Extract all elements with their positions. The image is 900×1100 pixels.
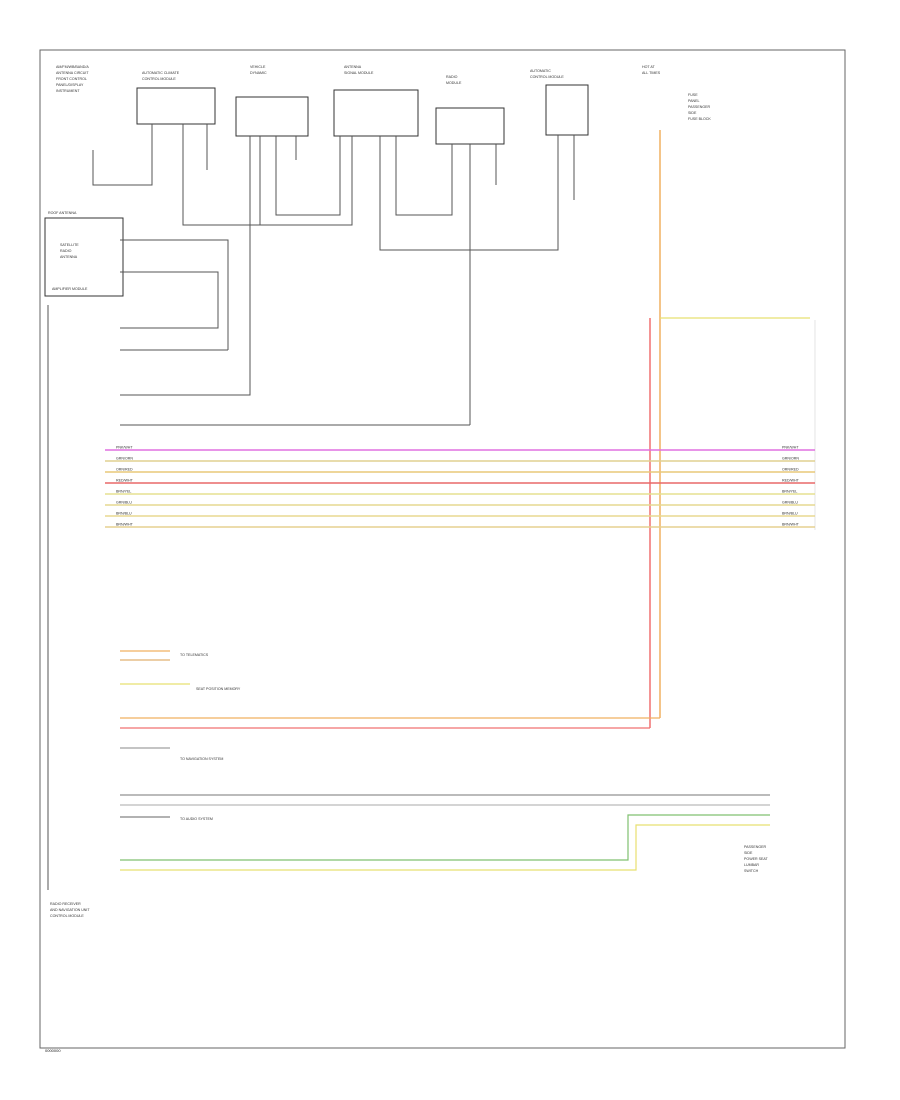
component-box-antenna-amp	[44, 217, 124, 297]
c5-line-0: RADIO	[446, 75, 458, 79]
lower-labels: TO TELEMATICS SEAT POSITION MEMORY TO NA…	[45, 653, 768, 1053]
note-1: TO NAVIGATION SYSTEM	[180, 757, 223, 761]
bundle-wire-code-left-4: BRN/YEL	[116, 490, 131, 494]
note-2: TO AUDIO SYSTEM	[180, 817, 213, 821]
right-label-3: SIDE	[688, 111, 697, 115]
c1-line-4: INSTRUMENT	[56, 89, 80, 93]
c2-line-0: AUTOMATIC CLIMATE	[142, 71, 180, 75]
component-box-climate	[136, 87, 216, 125]
bundle-wire-code-right-6: BRN/BLU	[782, 512, 798, 516]
c7-line-1: ALL TIMES	[642, 71, 661, 75]
bottom-right-label-2: POWER SEAT	[744, 857, 768, 861]
bottom-right-label-4: SWITCH	[744, 869, 759, 873]
bottom-left-label-1: AND NAVIGATION UNIT	[50, 908, 90, 912]
lower-wires	[120, 650, 770, 871]
bundle-wire-code-left-5: GRN/BLU	[116, 501, 132, 505]
bundle-wire-code-left-1: GRN/ORN	[116, 457, 133, 461]
component-box-radio	[435, 107, 505, 145]
bundle-wire-code-left-0: PNK/WHT	[116, 446, 133, 450]
ant-line-4: AMPLIFIER MODULE	[52, 287, 88, 291]
top-component-labels: AM/FM/WB/BAND/A ANTENNA CIRCUIT FRONT CO…	[48, 65, 711, 291]
c4-line-1: SIGNAL MODULE	[344, 71, 374, 75]
right-label-4: FUSE BLOCK	[688, 117, 711, 121]
bundle-wire-code-right-2: ORN/RED	[782, 468, 799, 472]
bottom-right-label-0: PASSENGER	[744, 845, 767, 849]
bundle-wire-code-right-1: GRN/ORN	[782, 457, 799, 461]
c1-line-3: PANEL/DISPLAY	[56, 83, 84, 87]
ant-line-0: ROOF ANTENNA	[48, 211, 77, 215]
c1-line-2: FRONT CONTROL	[56, 77, 87, 81]
interconnect-wires	[47, 124, 575, 890]
bottom-right-label-1: SIDE	[744, 851, 753, 855]
c6-line-0: AUTOMATIC	[530, 69, 551, 73]
right-label-0: FUSE	[688, 93, 698, 97]
feed-wires	[120, 130, 816, 729]
bundle-wire-code-left-2: ORN/RED	[116, 468, 133, 472]
top-component-boxes	[44, 84, 589, 297]
bottom-left-label-0: RADIO RECEIVER	[50, 902, 81, 906]
c4-line-0: ANTENNA	[344, 65, 362, 69]
bundle-wire-code-right-0: PNK/WHT	[782, 446, 799, 450]
note-0: TO TELEMATICS	[180, 653, 209, 657]
right-label-1: PANEL	[688, 99, 700, 103]
note-3: SEAT POSITION MEMORY	[196, 687, 241, 691]
c3-line-0: VEHICLE	[250, 65, 266, 69]
right-label-2: PASSENGER	[688, 105, 711, 109]
c6-line-1: CONTROL MODULE	[530, 75, 564, 79]
bottom-right-label-3: LUMBAR	[744, 863, 759, 867]
c1-line-1: ANTENNA CIRCUIT	[56, 71, 89, 75]
ant-line-3: ANTENNA	[60, 255, 78, 259]
footer-code: 0000000	[45, 1048, 61, 1053]
bundle-wire-code-left-6: BRN/BLU	[116, 512, 132, 516]
bundle-wire-code-left-3: RED/WHT	[116, 479, 134, 483]
bundle-wire-code-right-7: BRN/WHT	[782, 523, 800, 527]
component-box-control	[545, 84, 589, 136]
component-box-vehicle	[235, 96, 309, 137]
diagram-frame	[39, 49, 846, 1049]
c5-line-1: MODULE	[446, 81, 462, 85]
c1-line-0: AM/FM/WB/BAND/A	[56, 65, 89, 69]
c2-line-1: CONTROL MODULE	[142, 77, 176, 81]
ant-line-1: SATELLITE	[60, 243, 79, 247]
bundle-wire-code-right-3: RED/WHT	[782, 479, 800, 483]
bundle-wire-code-right-5: GRN/BLU	[782, 501, 798, 505]
ant-line-2: RADIO	[60, 249, 72, 253]
wire-bundle: PNK/WHT PNK/WHT GRN/ORN GRN/ORN ORN/RED ORN/R…	[105, 446, 815, 528]
component-box-antenna	[333, 89, 419, 137]
c3-line-1: DYNAMIC	[250, 71, 267, 75]
c7-line-0: HOT AT	[642, 65, 655, 69]
bundle-wire-code-right-4: BRN/YEL	[782, 490, 797, 494]
bottom-left-label-2: CONTROL MODULE	[50, 914, 84, 918]
bundle-wire-code-left-7: BRN/WHT	[116, 523, 134, 527]
